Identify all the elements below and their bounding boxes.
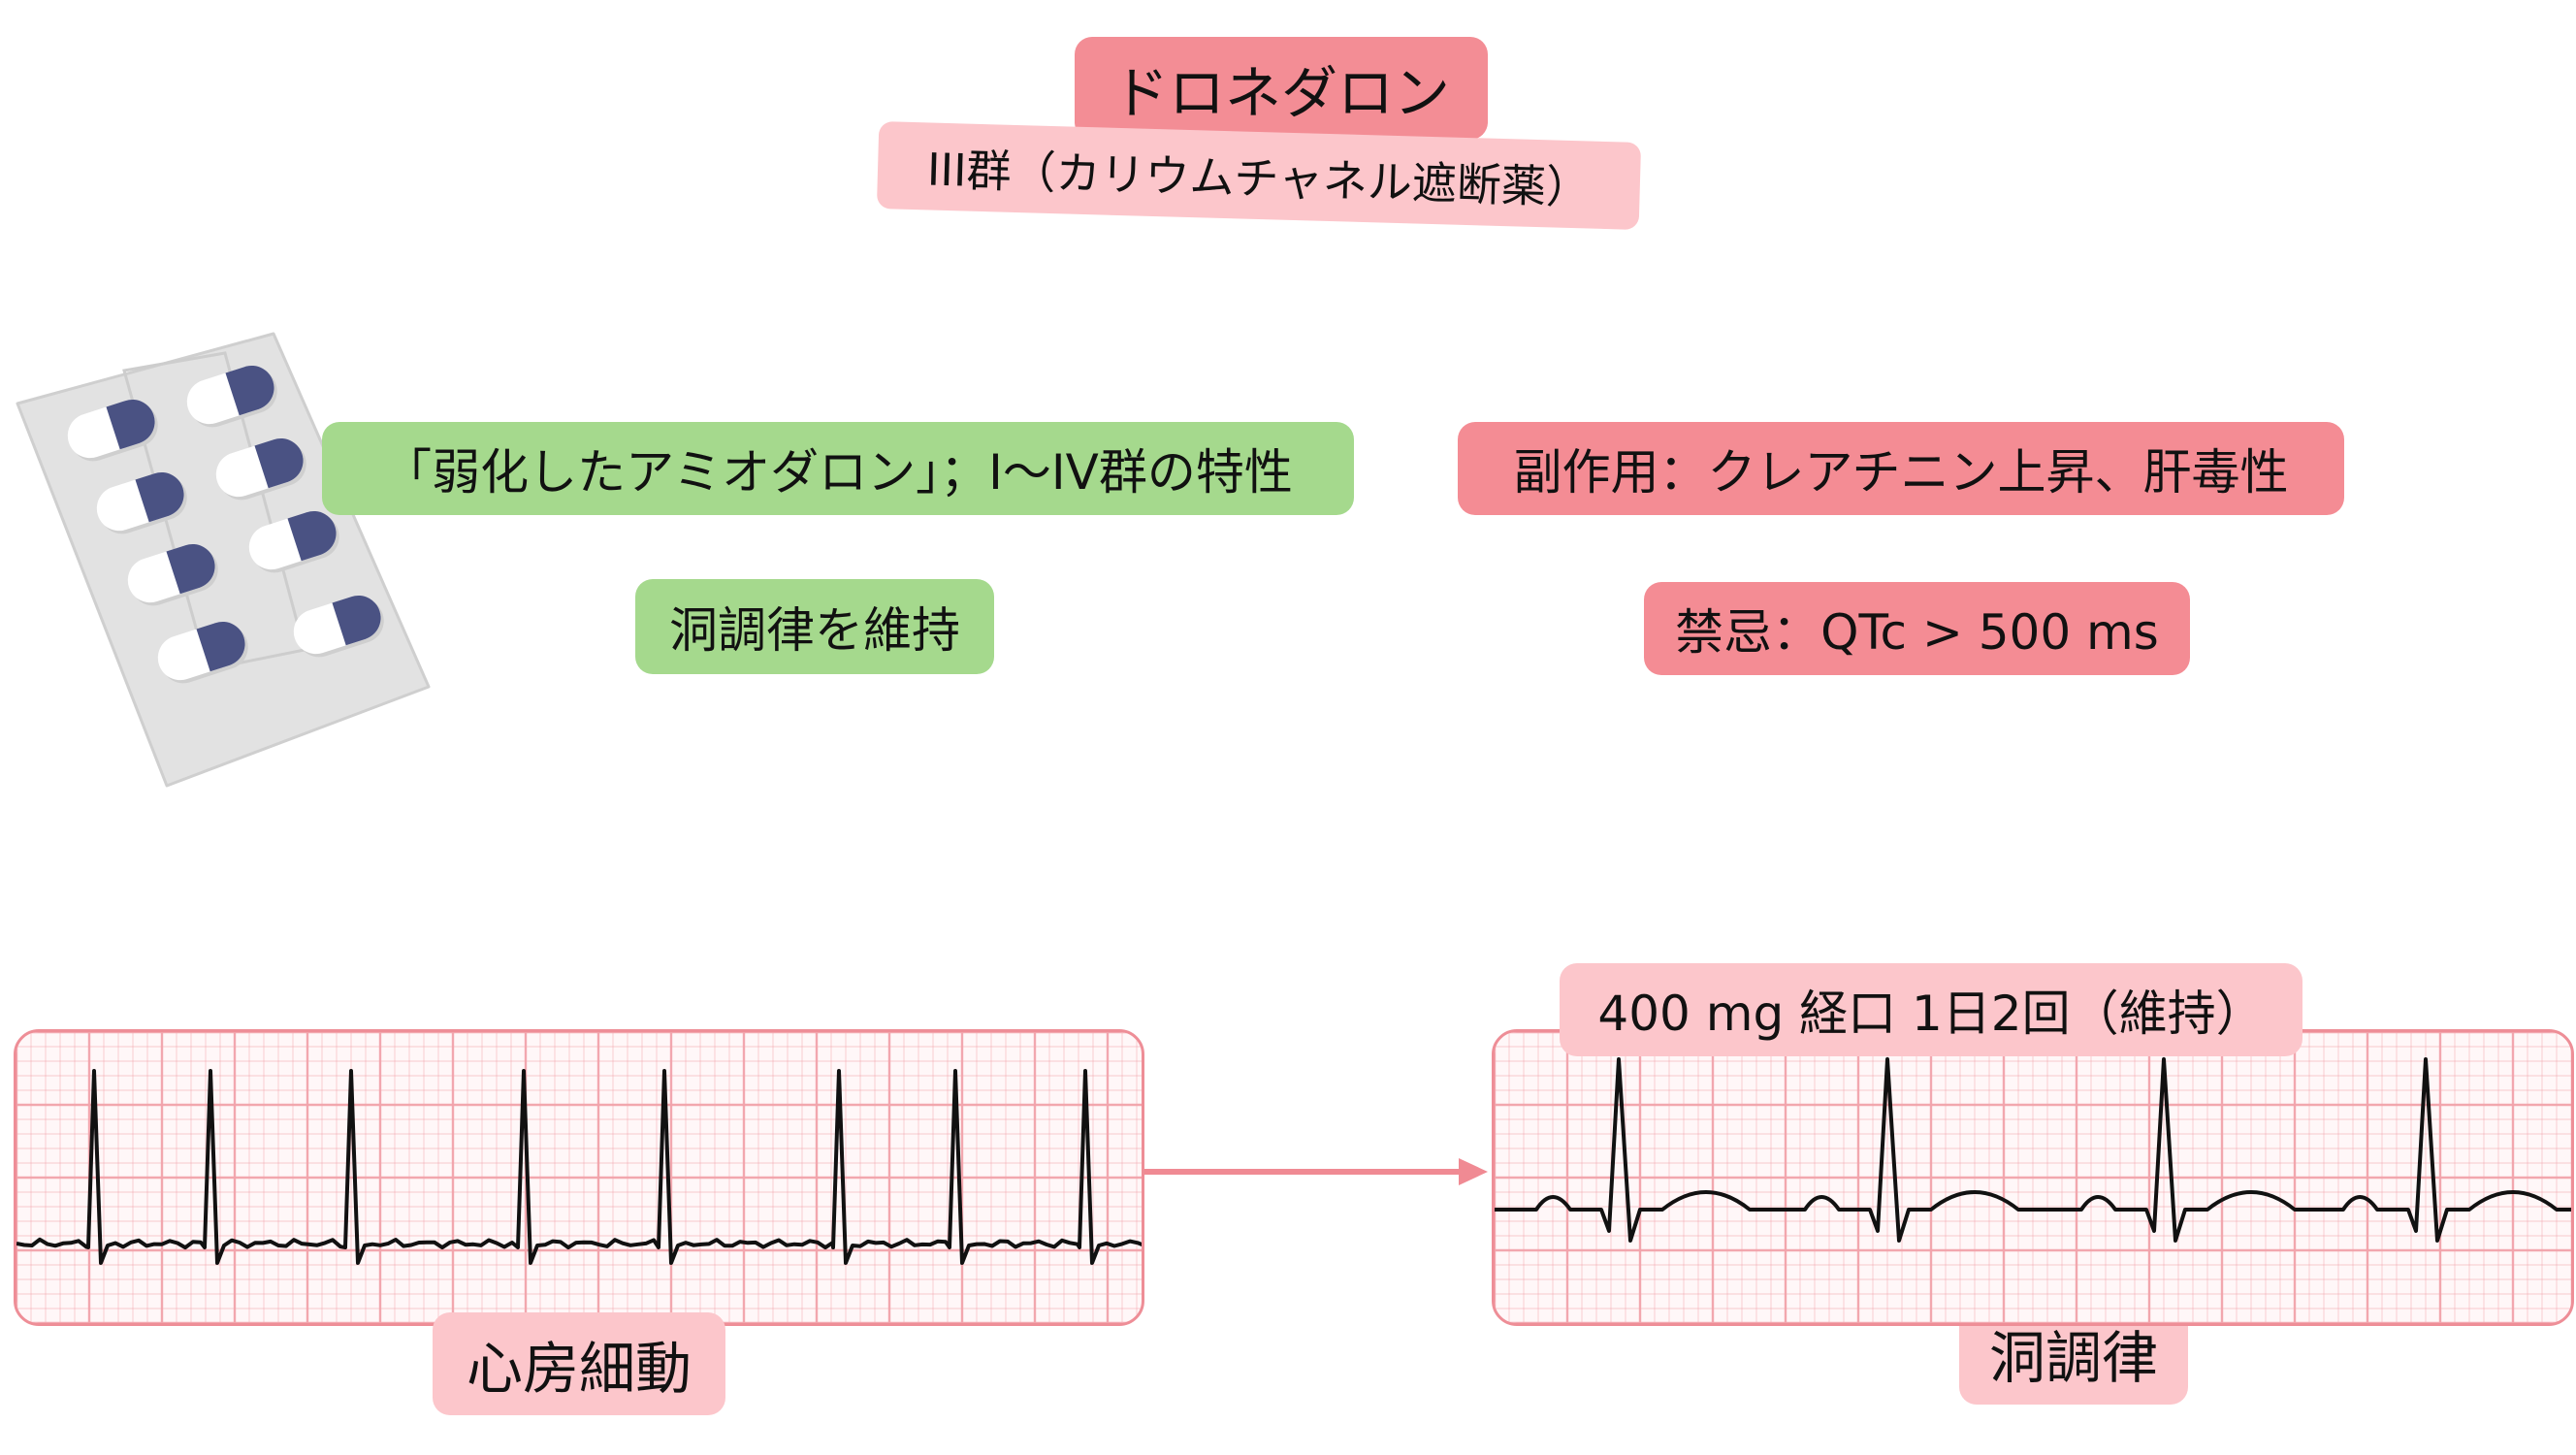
adverse-effects-note: 副作用：クレアチニン上昇、肝毒性: [1458, 422, 2344, 515]
ecg-atrial-fibrillation: [14, 1029, 1144, 1326]
capsule-icon: [186, 365, 277, 428]
drug-name: ドロネダロン: [1075, 37, 1488, 140]
ecg-sinus-rhythm: [1492, 1029, 2574, 1326]
blister-pack-icon: [16, 332, 431, 788]
ecg-grid-af: [16, 1032, 1142, 1323]
ecg-grid-sinus: [1495, 1032, 2571, 1323]
capsule-icon: [215, 437, 306, 501]
ecg-trace-af: [16, 1069, 1142, 1265]
ecg-trace-sinus: [1495, 1057, 2571, 1243]
capsule-icon: [293, 595, 384, 658]
drug-class: III群（カリウムチャネル遮断薬）: [876, 121, 1642, 230]
contraindication-note: 禁忌：QTc > 500 ms: [1644, 582, 2190, 675]
weak-amiodarone-note: 「弱化したアミオダロン」；I〜IV群の特性: [322, 422, 1354, 515]
capsule-icon: [67, 399, 158, 462]
capsule-icon: [248, 510, 339, 573]
capsule-icon: [157, 621, 248, 684]
atrial-fibrillation-label: 心房細動: [433, 1312, 725, 1415]
capsule-icon: [127, 543, 218, 606]
dosage-label: 400 mg 経口 1日2回（維持）: [1560, 963, 2302, 1056]
arrow-right-icon: [1144, 1158, 1488, 1185]
maintain-sinus-note: 洞調律を維持: [635, 579, 994, 674]
capsule-icon: [96, 471, 187, 534]
